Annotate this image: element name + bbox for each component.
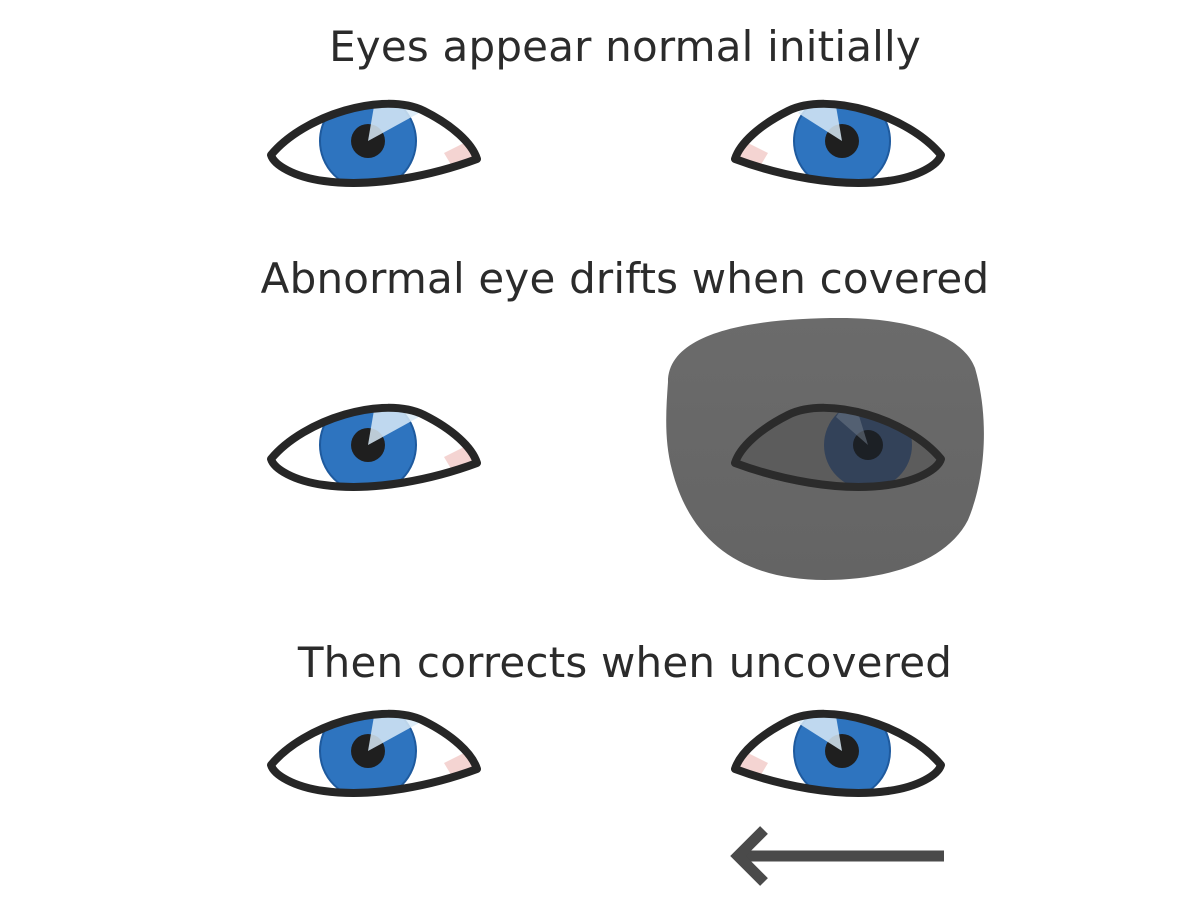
left-eye-row1: [267, 99, 481, 187]
left-eye-row3: [267, 709, 481, 797]
caption-step-3: Then corrects when uncovered: [297, 638, 953, 687]
left-eye-row2: [267, 403, 481, 491]
right-eye-row3: [731, 709, 945, 797]
covered-right-eye-row2: [666, 318, 984, 580]
right-eye-row1: [731, 99, 945, 187]
caption-step-1: Eyes appear normal initially: [329, 22, 921, 71]
left-arrow-icon: [730, 826, 944, 886]
caption-step-2: Abnormal eye drifts when covered: [260, 254, 990, 303]
